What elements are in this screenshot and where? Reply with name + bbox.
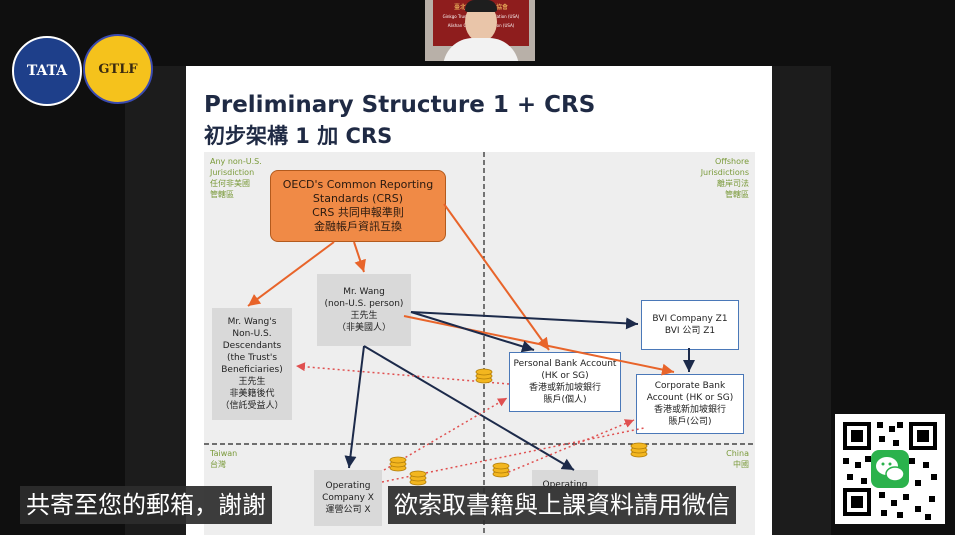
coin-icon: [492, 462, 510, 478]
diagram-arrows: [204, 152, 755, 535]
coin-icon: [475, 368, 493, 384]
company-x-to-personal-flow: [383, 397, 508, 471]
presenter-hair: [465, 0, 497, 12]
slide-title-zh: 初步架構 1 加 CRS: [204, 124, 393, 148]
crs-to-wang-arrow: [353, 241, 366, 273]
coin-icon: [409, 470, 427, 486]
subtitle-left: 共寄至您的郵箱，謝謝: [20, 486, 272, 524]
crs-to-descendants-arrow: [247, 241, 335, 307]
crs-to-corporate-bank-arrow: [403, 315, 675, 376]
subtitle-right: 欲索取書籍與上課資料請用微信: [388, 486, 736, 524]
personal-to-descendants-flow: [295, 362, 510, 385]
wang-to-company-x-arrow: [344, 345, 365, 469]
coin-icon: [630, 442, 648, 458]
presentation-slide: Preliminary Structure 1 + CRS 初步架構 1 加 C…: [186, 66, 772, 535]
qr-code-icon: [843, 422, 937, 520]
tata-logo: TATA: [12, 36, 82, 106]
mr-wang-box: Mr. Wang(non-U.S. person) 王先生（非美國人）: [317, 274, 411, 346]
company-to-corporate-flow: [503, 419, 635, 475]
wang-to-company-y-arrow: [363, 345, 575, 471]
presenter-video: 臺北市美國信託協會 Ginkgo Trust Legacy Foundation…: [425, 0, 535, 61]
slide-title-en: Preliminary Structure 1 + CRS: [204, 92, 596, 118]
region-label-non-us: Any non-U.S.Jurisdiction 任何非美國管轄區: [210, 157, 262, 199]
personal-bank-box: Personal Bank Account(HK or SG) 香港或新加坡銀行…: [509, 352, 621, 412]
wechat-qr-code: [835, 414, 945, 524]
structure-diagram: Any non-U.S.Jurisdiction 任何非美國管轄區 Offsho…: [204, 152, 755, 535]
wang-to-bvi-arrow: [410, 311, 639, 330]
presenter-shirt: [443, 38, 519, 61]
crs-to-personal-bank-arrow: [443, 203, 550, 351]
gtlf-logo: GTLF: [83, 34, 153, 104]
wang-to-personal-bank-arrow: [410, 311, 535, 353]
coin-icon: [389, 456, 407, 472]
